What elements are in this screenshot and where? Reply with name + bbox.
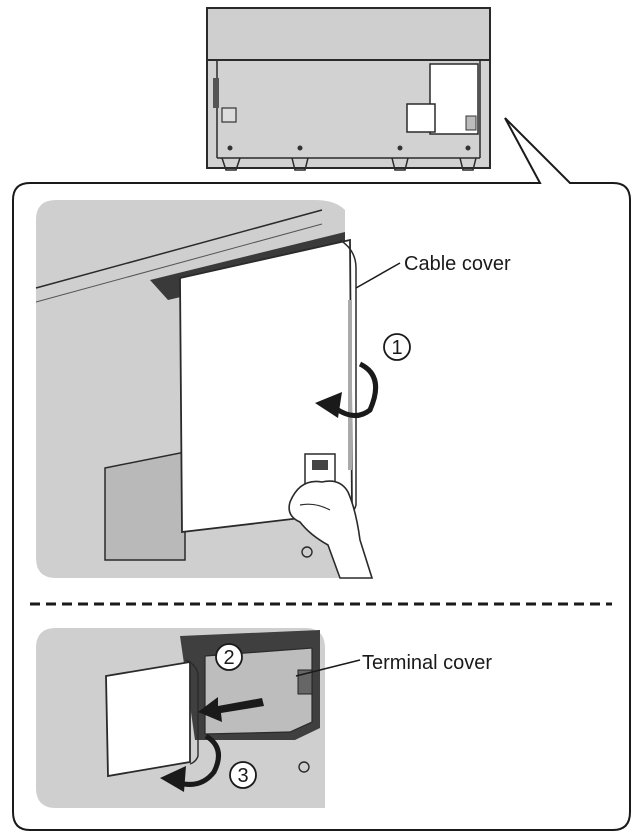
tv-rear-overview	[206, 7, 491, 171]
cable-cover-leader	[355, 262, 401, 289]
terminal-cover-detail	[36, 628, 325, 808]
terminal-cover-leader	[295, 659, 361, 677]
svg-text:2: 2	[223, 647, 234, 669]
terminal-cover-label: Terminal cover	[362, 652, 492, 674]
step-3-marker: 3	[229, 761, 257, 789]
callout-frame	[12, 117, 631, 831]
step-1-marker: 1	[383, 333, 411, 361]
step-2-marker: 2	[215, 643, 243, 671]
cable-cover-detail	[35, 200, 379, 579]
svg-text:3: 3	[237, 765, 248, 787]
svg-text:1: 1	[391, 337, 402, 359]
cable-cover-label: Cable cover	[404, 253, 511, 275]
